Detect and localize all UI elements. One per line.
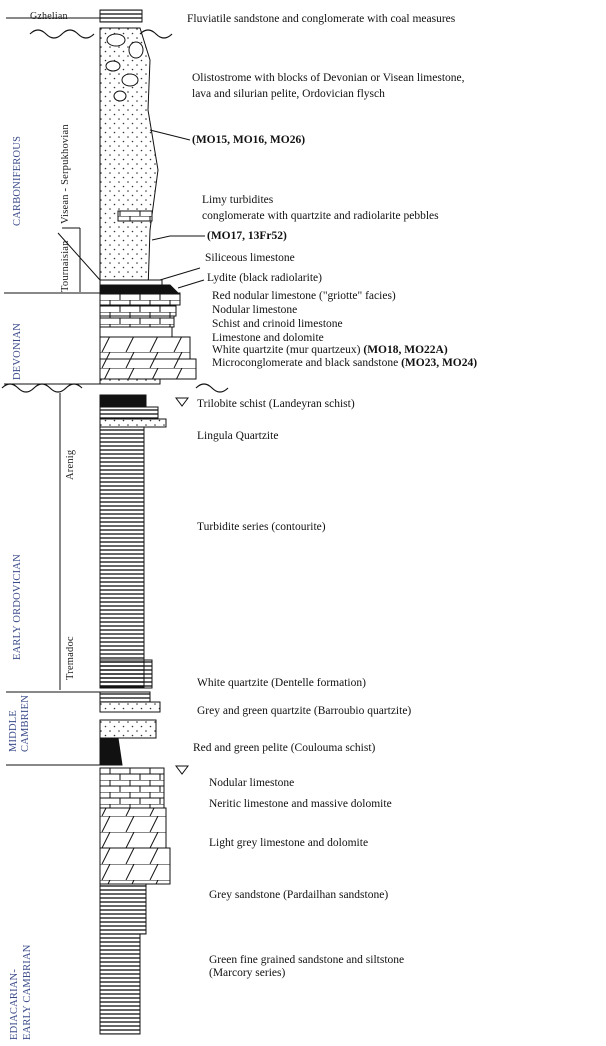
- desc-grey-green-quartzite: Grey and green quartzite (Barroubio quar…: [197, 705, 412, 717]
- stage-tournaisian: Tournaisian: [60, 240, 71, 292]
- desc-olistostrome-2: lava and silurian pelite, Ordovician fly…: [192, 88, 385, 100]
- desc-schist-crinoid: Schist and crinoid limestone: [212, 318, 343, 330]
- desc-grey-sandstone: Grey sandstone (Pardailhan sandstone): [209, 889, 389, 901]
- desc-limy-turbidites: Limy turbidites: [202, 194, 274, 206]
- leader-lines: [149, 129, 205, 289]
- period-ediacarian-early-cambrian: EDIACARIAN-EARLY CAMBRIAN: [9, 944, 33, 1040]
- desc-samples-1: (MO15, MO16, MO26): [192, 134, 306, 146]
- desc-trilobite: Trilobite schist (Landeyran schist): [197, 398, 355, 410]
- desc-siliceous: Siliceous limestone: [205, 252, 295, 264]
- period-early-ordovician: EARLY ORDOVICIAN: [12, 554, 23, 660]
- desc-lydite: Lydite (black radiolarite): [207, 272, 322, 284]
- period-carboniferous: CARBONIFEROUS: [12, 135, 23, 226]
- unconformity-lines: [1, 29, 229, 393]
- desc-light-grey: Light grey limestone and dolomite: [209, 837, 369, 849]
- desc-lingula: Lingula Quartzite: [197, 430, 279, 442]
- desc-limestone-dolomite: Limestone and dolomite: [212, 332, 324, 344]
- desc-white-quartzite-mur: White quartzite (mur quartzeux) (MO18, M…: [212, 344, 448, 356]
- desc-olistostrome-1: Olistostrome with blocks of Devonian or …: [192, 72, 465, 84]
- desc-nodular-2: Nodular limestone: [209, 777, 295, 789]
- fossil-symbols: [175, 397, 189, 775]
- desc-samples-2: (MO17, 13Fr52): [207, 230, 287, 242]
- period-devonian: DEVONIAN: [12, 322, 23, 380]
- desc-green-fine-2: (Marcory series): [209, 967, 286, 979]
- desc-fluviatile: Fluviatile sandstone and conglomerate wi…: [187, 13, 456, 25]
- desc-white-quartzite-dentelle: White quartzite (Dentelle formation): [197, 677, 366, 689]
- lithology-column: [99, 9, 197, 1035]
- desc-turbidite: Turbidite series (contourite): [197, 521, 326, 533]
- stage-arenig: Arenig: [65, 449, 76, 480]
- desc-green-fine-1: Green fine grained sandstone and siltsto…: [209, 954, 405, 966]
- desc-microconglomerate: Microconglomerate and black sandstone (M…: [212, 357, 478, 369]
- stage-tremadoc: Tremadoc: [65, 636, 76, 680]
- stage-visean-serpukhovian: Visean - Serpukhovian: [60, 124, 71, 224]
- stage-gzhelian: Gzhelian: [30, 11, 68, 22]
- period-boundaries: [4, 17, 101, 766]
- desc-red-nodular: Red nodular limestone ("griotte" facies): [212, 290, 396, 302]
- desc-nodular: Nodular limestone: [212, 304, 298, 316]
- desc-neritic: Neritic limestone and massive dolomite: [209, 798, 392, 810]
- desc-red-green-pelite: Red and green pelite (Coulouma schist): [193, 742, 376, 754]
- desc-conglomerate: conglomerate with quartzite and radiolar…: [202, 210, 439, 222]
